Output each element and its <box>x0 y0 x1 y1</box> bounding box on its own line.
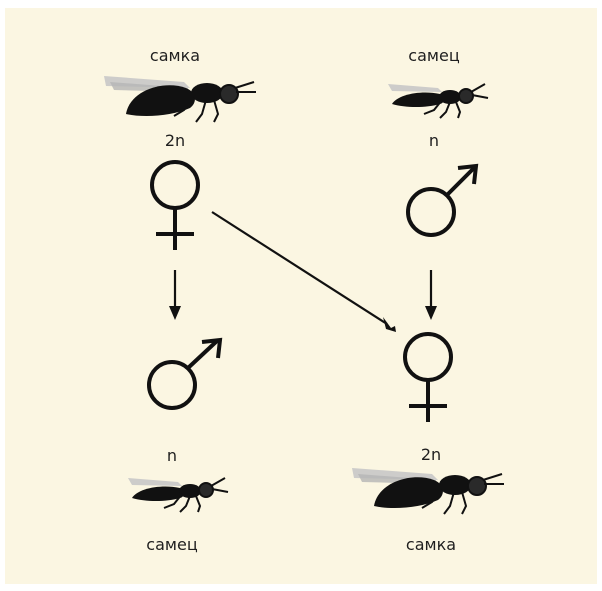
top-male-ploidy: n <box>429 131 439 150</box>
male-symbol <box>147 337 223 410</box>
wasp-male-icon <box>387 83 489 119</box>
female-symbol <box>403 332 453 422</box>
wasp-female-icon <box>351 467 505 515</box>
bottom-female-ploidy: 2n <box>421 445 441 464</box>
bottom-male-label: самец <box>146 535 198 554</box>
top-female-ploidy: 2n <box>165 131 185 150</box>
diagram-panel <box>5 8 597 584</box>
top-female-label: самка <box>150 46 200 65</box>
arrow-down-right <box>425 270 437 320</box>
top-male-label: самец <box>408 46 460 65</box>
male-symbol <box>406 163 479 237</box>
female-symbol <box>150 160 200 250</box>
arrow-diagonal <box>211 211 396 332</box>
wasp-female-icon <box>103 75 257 123</box>
bottom-male-ploidy: n <box>167 446 177 465</box>
arrow-down-left <box>169 270 181 320</box>
bottom-female-label: самка <box>406 535 456 554</box>
wasp-male-icon <box>127 477 229 513</box>
